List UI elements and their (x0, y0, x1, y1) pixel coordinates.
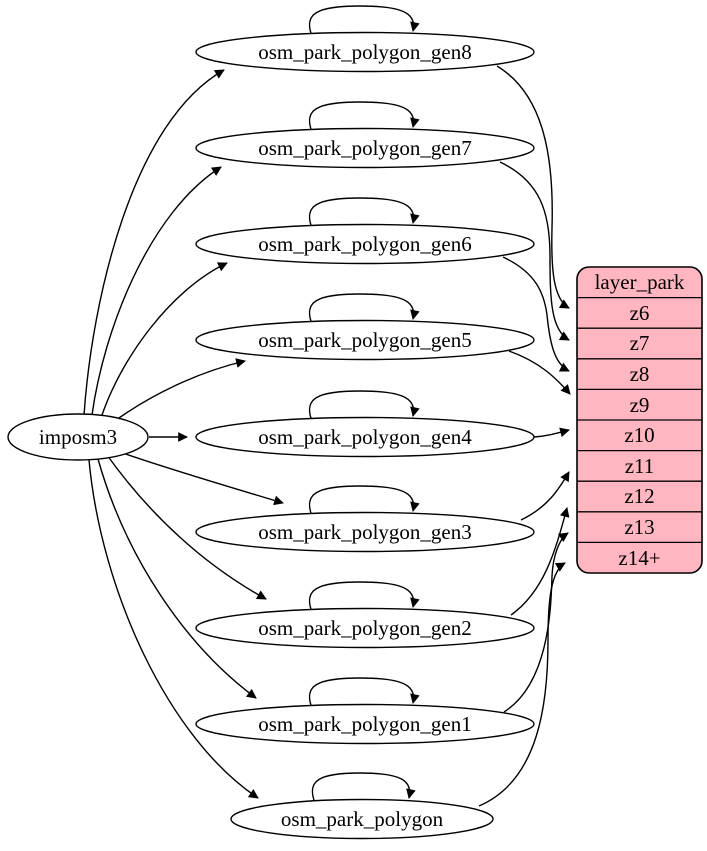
record-title: layer_park (595, 270, 685, 294)
node-osm_park_polygon_gen2: osm_park_polygon_gen2 (195, 607, 535, 649)
edge-imposm3-to-osm_park_polygon_gen7 (91, 166, 222, 416)
node-osm_park_polygon_gen7-label: osm_park_polygon_gen7 (258, 136, 471, 160)
node-osm_park_polygon_gen8-shape (195, 31, 535, 73)
node-osm_park_polygon-label: osm_park_polygon (281, 807, 444, 831)
record-row-z6: z6 (630, 301, 650, 325)
self-loop-osm_park_polygon_gen4 (308, 390, 420, 422)
self-loop-osm_park_polygon_gen8 (308, 5, 420, 37)
node-osm_park_polygon_gen1: osm_park_polygon_gen1 (195, 703, 535, 745)
node-osm_park_polygon_gen4-label: osm_park_polygon_gen4 (258, 425, 472, 449)
self-loop-osm_park_polygon_gen1 (308, 677, 420, 709)
record-row-z13: z13 (624, 515, 654, 539)
self-loop-osm_park_polygon_gen2 (308, 581, 420, 613)
node-osm_park_polygon_gen3-shape (195, 511, 535, 553)
record-row-z7: z7 (630, 331, 650, 355)
record-row-z12: z12 (624, 484, 654, 508)
edge-osm_park_polygon-to-layer_park-z14 (478, 562, 566, 807)
edge-imposm3-to-osm_park_polygon_gen3 (116, 450, 284, 506)
node-osm_park_polygon_gen1-label: osm_park_polygon_gen1 (258, 712, 471, 736)
node-osm_park_polygon_gen6-label: osm_park_polygon_gen6 (258, 232, 471, 256)
edge-imposm3-to-osm_park_polygon_gen1 (97, 458, 257, 699)
node-osm_park_polygon_gen5: osm_park_polygon_gen5 (195, 319, 535, 361)
self-loop-osm_park_polygon_gen3 (308, 485, 420, 517)
edge-osm_park_polygon_gen6-to-layer_park-z8 (502, 256, 570, 372)
node-osm_park_polygon_gen5-shape (195, 319, 535, 361)
node-osm_park_polygon_gen8: osm_park_polygon_gen8 (195, 31, 535, 73)
edge-osm_park_polygon_gen2-to-layer_park-z12 (510, 507, 570, 616)
record-row-z11: z11 (625, 454, 655, 478)
node-imposm3: imposm3 (7, 413, 149, 461)
self-loop-osm_park_polygon_gen5 (308, 293, 420, 325)
node-osm_park_polygon_gen4: osm_park_polygon_gen4 (195, 416, 535, 458)
node-osm_park_polygon_gen7: osm_park_polygon_gen7 (195, 127, 535, 169)
node-osm_park_polygon-shape (230, 798, 494, 840)
self-loop-edges (308, 5, 420, 804)
self-loop-osm_park_polygon_gen6 (308, 197, 420, 229)
edge-osm_park_polygon_gen3-to-layer_park-z11 (520, 471, 570, 521)
node-imposm3-label: imposm3 (39, 425, 117, 449)
node-osm_park_polygon_gen3-label: osm_park_polygon_gen3 (258, 520, 471, 544)
table-nodes: imposm3 osm_park_polygon_gen8 osm_park_p… (7, 31, 535, 840)
node-osm_park_polygon_gen4-shape (195, 416, 535, 458)
node-osm_park_polygon_gen1-shape (195, 703, 535, 745)
edges-imposm3 (83, 69, 284, 799)
edges-to-layer-park (478, 65, 571, 807)
record-row-z14: z14+ (618, 546, 660, 570)
edge-imposm3-to-osm_park_polygon_gen8 (83, 69, 225, 416)
node-osm_park_polygon_gen7-shape (195, 127, 535, 169)
record-layer_park: layer_park z6 z7 z8 z9 z10 z11 z12 z13 z… (576, 266, 703, 574)
node-osm_park_polygon_gen5-label: osm_park_polygon_gen5 (258, 328, 471, 352)
self-loop-osm_park_polygon (311, 772, 416, 804)
edge-osm_park_polygon_gen4-to-layer_park-z10 (533, 427, 570, 438)
edge-osm_park_polygon_gen7-to-layer_park-z7 (499, 161, 570, 341)
node-imposm3-shape (7, 413, 149, 461)
node-osm_park_polygon_gen6: osm_park_polygon_gen6 (195, 223, 535, 265)
edge-imposm3-to-osm_park_polygon_gen2 (106, 454, 267, 600)
edge-imposm3-to-osm_park_polygon_gen5 (111, 358, 246, 424)
node-osm_park_polygon_gen8-label: osm_park_polygon_gen8 (258, 40, 471, 64)
record-row-z10: z10 (624, 423, 654, 447)
node-osm_park_polygon: osm_park_polygon (230, 798, 494, 840)
node-osm_park_polygon_gen3: osm_park_polygon_gen3 (195, 511, 535, 553)
edge-imposm3-to-osm_park_polygon_gen6 (100, 262, 228, 419)
node-osm_park_polygon_gen2-label: osm_park_polygon_gen2 (258, 616, 471, 640)
node-osm_park_polygon_gen2-shape (195, 607, 535, 649)
node-osm_park_polygon_gen6-shape (195, 223, 535, 265)
edge-osm_park_polygon_gen5-to-layer_park-z9 (508, 350, 571, 395)
edge-osm_park_polygon_gen8-to-layer_park-z6 (496, 65, 570, 309)
edge-imposm3-to-osm_park_polygon (88, 459, 259, 799)
record-row-z8: z8 (630, 362, 650, 386)
record-row-z9: z9 (630, 393, 650, 417)
self-loop-osm_park_polygon_gen7 (308, 101, 420, 133)
